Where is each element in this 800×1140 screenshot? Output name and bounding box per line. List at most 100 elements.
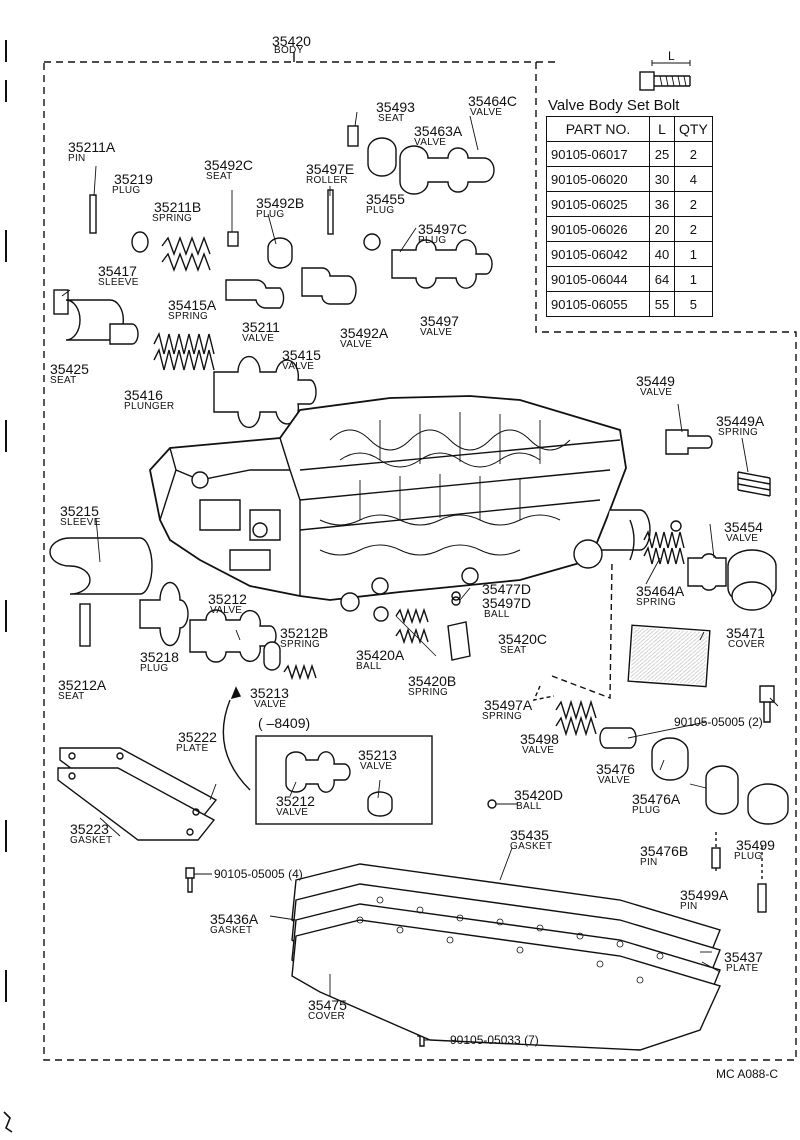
part-name: BALL <box>356 661 382 672</box>
cell: 4 <box>674 166 713 192</box>
part-name: SEAT <box>206 171 233 182</box>
part-number: 35415A <box>168 297 217 313</box>
part-name: PIN <box>680 901 698 912</box>
part-number: 35449 <box>636 373 675 389</box>
part-name: PLUG <box>632 805 661 816</box>
part-number: 35211B <box>154 199 202 215</box>
part-name: PIN <box>640 857 658 868</box>
part-number: 35492A <box>340 325 389 341</box>
cell: 5 <box>674 291 713 317</box>
col-qty: QTY <box>674 116 713 142</box>
part-name: SLEEVE <box>60 517 101 528</box>
part-name: BALL <box>516 801 542 812</box>
part-number: 35464A <box>636 583 685 599</box>
separator-plate-stack <box>291 863 721 1051</box>
part-number: 35213 <box>250 685 289 701</box>
cell: 90105-06044 <box>546 266 650 292</box>
part-name: PLUNGER <box>124 401 175 412</box>
part-number: 35499 <box>736 837 775 853</box>
part-number: 35492B <box>256 195 305 211</box>
part-number: 35222 <box>178 729 217 745</box>
part-number: 35420C <box>498 631 548 647</box>
part-name: PLATE <box>176 743 209 754</box>
part-number: 35436A <box>210 911 259 927</box>
bolt-callout: 90105-05033 (7) <box>450 1033 539 1047</box>
part-number: 35492C <box>204 157 254 173</box>
bolt-length-dim: L <box>668 49 675 63</box>
part-name: VALVE <box>414 137 447 148</box>
part-number: 35223 <box>70 821 109 837</box>
cell: 55 <box>649 291 675 317</box>
part-name: VALVE <box>470 107 503 118</box>
part-number: 35454 <box>724 519 763 535</box>
cell: 90105-06042 <box>546 241 650 267</box>
part-number: 35211A <box>68 139 116 155</box>
part-number: 35476B <box>640 843 689 859</box>
part-name: PIN <box>68 153 86 164</box>
part-number: 35493 <box>376 99 415 115</box>
spring-35211B <box>161 236 211 272</box>
part-number: 35497 <box>420 313 459 329</box>
part-number: 35471 <box>726 625 765 641</box>
part-number: 35420B <box>408 673 457 689</box>
body-part-label: BODY <box>274 45 304 56</box>
bolt-callout: 90105-05005 (4) <box>214 867 303 881</box>
cell: 36 <box>649 191 675 217</box>
bolt-table-header-row: PART NO. L QTY <box>546 116 713 142</box>
part-name: VALVE <box>420 327 453 338</box>
col-length: L <box>649 116 675 142</box>
part-number: 35449A <box>716 413 765 429</box>
part-name: PLUG <box>256 209 285 220</box>
cell: 90105-06020 <box>546 166 650 192</box>
part-name: SEAT <box>500 645 527 656</box>
part-number: 35497D <box>482 595 532 611</box>
cell: 40 <box>649 241 675 267</box>
part-number: 35420D <box>514 787 564 803</box>
valve-body-main <box>149 395 682 612</box>
part-number: 35212B <box>280 625 329 641</box>
part-number: 35212A <box>58 677 107 693</box>
cell: 25 <box>649 141 675 167</box>
part-number: 35415 <box>282 347 321 363</box>
part-name: GASKET <box>510 841 553 852</box>
part-name: VALVE <box>598 775 631 786</box>
part-name: SPRING <box>482 711 523 722</box>
part-number: 35416 <box>124 387 163 403</box>
cell: 90105-06025 <box>546 191 650 217</box>
part-name: PLUG <box>366 205 395 216</box>
part-name: ROLLER <box>306 175 348 186</box>
part-number: 35420A <box>356 647 405 663</box>
spring-35449A <box>737 471 771 497</box>
spring-35415A <box>153 331 215 371</box>
part-name: COVER <box>308 1011 346 1022</box>
cell: 90105-06055 <box>546 291 650 317</box>
part-number: 35497E <box>306 161 355 177</box>
part-number: 35212 <box>208 591 247 607</box>
part-name: VALVE <box>360 761 393 772</box>
part-name: SPRING <box>408 687 449 698</box>
part-name: VALVE <box>640 387 673 398</box>
part-name: GASKET <box>210 925 253 936</box>
part-name: BALL <box>484 609 510 620</box>
part-name: SEAT <box>378 113 405 124</box>
part-number: 35215 <box>60 503 99 519</box>
cell: 2 <box>674 216 713 242</box>
part-name: SPRING <box>168 311 209 322</box>
part-name: PLUG <box>112 185 141 196</box>
part-name: PLATE <box>726 963 759 974</box>
part-number: 35476A <box>632 791 681 807</box>
part-name: VALVE <box>210 605 243 616</box>
part-number: 35417 <box>98 263 137 279</box>
part-name: SPRING <box>636 597 677 608</box>
part-number: 35497A <box>484 697 533 713</box>
part-name: GASKET <box>70 835 113 846</box>
part-name: VALVE <box>276 807 309 818</box>
part-number: 35475 <box>308 997 347 1013</box>
part-number: 35476 <box>596 761 635 777</box>
part-number: 35211 <box>242 319 280 335</box>
